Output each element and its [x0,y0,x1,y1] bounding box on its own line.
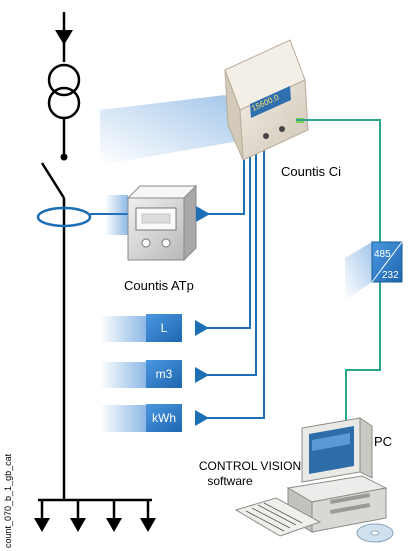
outgoing-feeders [40,500,150,522]
countis-atp-label: Countis ATp [124,278,194,293]
pc-computer-icon [234,417,394,543]
incoming-arrow-icon [55,30,73,45]
breaker-switch [40,162,66,199]
module-arrow-icon [195,367,209,383]
module-arrow-icon [195,320,209,336]
electrical-single-line [34,12,156,532]
input-module-l: L [100,314,209,342]
keyboard-icon [234,497,322,537]
current-transformer-icon [36,206,92,228]
pc-label: PC [374,434,392,449]
converter-label-top: 485 [374,249,391,260]
transformer-coil-top [47,63,81,97]
terminal-dot [60,153,68,161]
vertical-reference-code: count_070_b_1_gb_cat [3,453,13,548]
input-module-label: L [161,321,168,335]
software-label: software [207,474,253,488]
feeder-arrow-icons [34,518,156,532]
blue-bus-wiring [196,142,265,419]
countis-ci-label: Countis Ci [281,164,341,179]
countis-ci-meter: 15600.0 [224,39,309,161]
rs485-232-converter: 485 232 [371,241,403,283]
ci-input-shade [100,95,245,165]
communication-bus [296,119,381,420]
converter-shade [345,242,372,300]
control-vision-label: CONTROL VISION [199,459,301,473]
converter-label-bottom: 232 [382,270,399,281]
input-module-kwh: kWh [100,404,209,432]
module-arrow-icon [195,410,209,426]
atp-input-shade [105,195,128,235]
input-module-m3: m3 [100,360,209,388]
input-module-label: m3 [156,367,173,381]
countis-atp-meter [126,184,198,262]
input-module-label: kWh [152,411,176,425]
atp-output-arrow-icon [196,206,210,222]
transformer-coil-bottom [47,86,81,120]
